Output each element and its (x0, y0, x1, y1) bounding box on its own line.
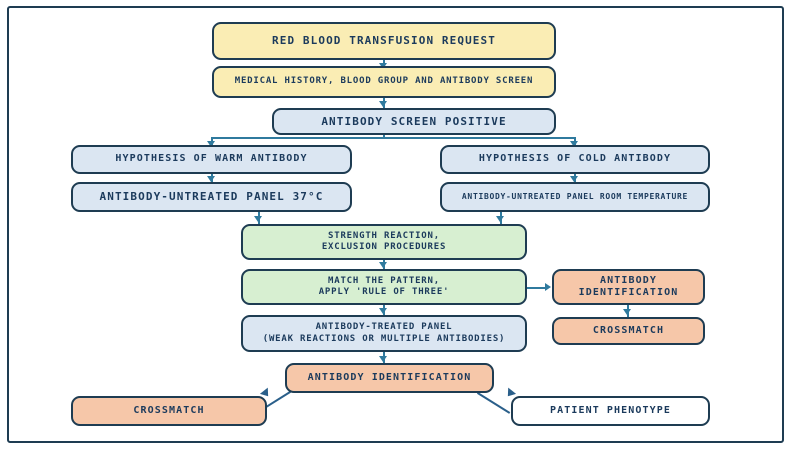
arrowhead-identification-right (545, 283, 551, 291)
connector-match-to-identification (527, 287, 547, 290)
arrowhead-identification-bottom (379, 356, 387, 362)
arrowhead-crossmatch-right (623, 309, 631, 315)
connector-split-horizontal (211, 137, 575, 140)
arrowhead-untreated-room (570, 176, 578, 182)
connector-split-stem (383, 134, 386, 139)
node-antibody-screen-positive[interactable]: ANTIBODY SCREEN POSITIVE (272, 108, 556, 135)
node-crossmatch-right[interactable]: CROSSMATCH (552, 317, 705, 345)
node-patient-phenotype[interactable]: PATIENT PHENOTYPE (511, 396, 710, 426)
arrowhead-treated-panel (379, 308, 387, 314)
node-strength-reaction-exclusion[interactable]: STRENGTH REACTION, EXCLUSION PROCEDURES (241, 224, 527, 260)
arrowhead-strength-left (254, 216, 262, 222)
arrowhead-screen-positive (379, 101, 387, 107)
node-antibody-identification-bottom[interactable]: ANTIBODY IDENTIFICATION (285, 363, 494, 393)
node-match-pattern-rule-of-three[interactable]: MATCH THE PATTERN, APPLY 'RULE OF THREE' (241, 269, 527, 305)
arrowhead-cold-hypothesis (570, 141, 578, 147)
node-crossmatch-bottom[interactable]: CROSSMATCH (71, 396, 267, 426)
node-antibody-identification-right[interactable]: ANTIBODY IDENTIFICATION (552, 269, 705, 305)
arrowhead-strength-right (496, 216, 504, 222)
node-antibody-treated-panel[interactable]: ANTIBODY-TREATED PANEL (WEAK REACTIONS O… (241, 315, 527, 352)
node-medical-history[interactable]: MEDICAL HISTORY, BLOOD GROUP AND ANTIBOD… (212, 66, 556, 98)
arrowhead-match-pattern (379, 262, 387, 268)
node-antibody-untreated-panel-room-temperature[interactable]: ANTIBODY-UNTREATED PANEL ROOM TEMPERATUR… (440, 182, 710, 212)
node-transfusion-request[interactable]: RED BLOOD TRANSFUSION REQUEST (212, 22, 556, 60)
node-hypothesis-warm-antibody[interactable]: HYPOTHESIS OF WARM ANTIBODY (71, 145, 352, 174)
arrowhead-untreated-37 (207, 176, 215, 182)
node-antibody-untreated-panel-37c[interactable]: ANTIBODY-UNTREATED PANEL 37°C (71, 182, 352, 212)
node-hypothesis-cold-antibody[interactable]: HYPOTHESIS OF COLD ANTIBODY (440, 145, 710, 174)
arrowhead-warm-hypothesis (207, 141, 215, 147)
